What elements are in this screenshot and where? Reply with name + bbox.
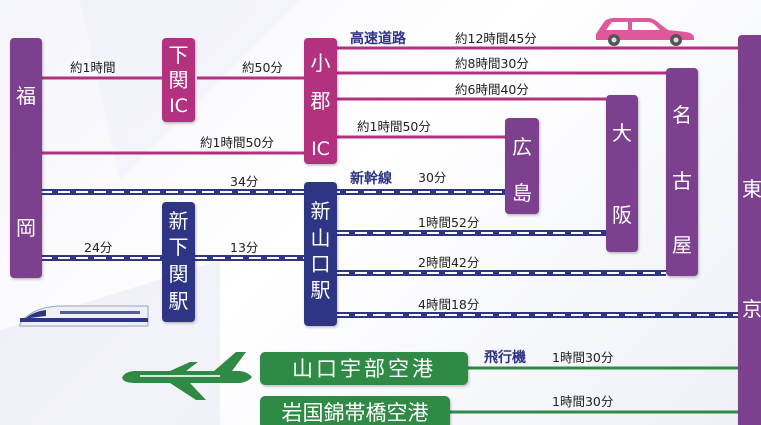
- station-shin-shimonoseki-char: 下: [169, 235, 189, 259]
- station-shimonoseki-ic-char: 関: [169, 68, 189, 92]
- time-label: 約6時間40分: [455, 82, 529, 97]
- station-shin-shimonoseki-char: 関: [169, 262, 189, 286]
- station-shimonoseki-ic-char: IC: [169, 95, 188, 117]
- time-label: 1時間30分: [552, 350, 613, 365]
- station-nagoya-char: 古: [672, 169, 692, 193]
- station-nagoya-char: 屋: [672, 233, 692, 257]
- station-ogori-ic: [304, 38, 337, 164]
- airport-yamaguchi-ube: [260, 352, 468, 385]
- shinkansen-routes: [40, 189, 740, 318]
- airport-yamaguchi-ube-label: 山口宇部空港: [292, 357, 436, 381]
- station-fukuoka: [10, 38, 42, 278]
- time-label: 2時間42分: [418, 255, 479, 270]
- time-label: 約1時間50分: [357, 119, 431, 134]
- shinkansen-train-icon: [19, 305, 149, 327]
- station-shin-yamaguchi-char: 山: [311, 226, 331, 250]
- shinkansen-heading: 新幹線: [350, 170, 392, 187]
- station-shimonoseki-ic-char: 下: [169, 43, 189, 67]
- station-shin-yamaguchi: [304, 182, 337, 326]
- expressway-routes: [40, 46, 740, 155]
- time-label: 30分: [418, 170, 446, 185]
- station-shin-shimonoseki-char: 新: [169, 209, 189, 233]
- station-tokyo-char: 東: [742, 177, 761, 201]
- time-label: 24分: [84, 240, 112, 255]
- station-ogori-ic-char: 郡: [311, 89, 331, 113]
- station-osaka-char: 阪: [612, 203, 632, 227]
- station-fukuoka-char: 岡: [16, 216, 36, 240]
- station-osaka: [606, 95, 638, 252]
- time-label: 約1時間: [70, 60, 115, 75]
- station-osaka-char: 大: [612, 121, 632, 145]
- station-nagoya: [666, 68, 698, 276]
- station-nagoya-char: 名: [672, 103, 692, 127]
- time-label: 4時間18分: [418, 297, 479, 312]
- station-ogori-ic-char: IC: [311, 138, 330, 160]
- time-label: 1時間52分: [418, 215, 479, 230]
- station-tokyo: [738, 35, 761, 425]
- time-label: 約1時間50分: [200, 135, 274, 150]
- station-hiroshima-char: 広: [512, 135, 532, 159]
- station-hiroshima-char: 島: [512, 181, 532, 205]
- airplane-icon: [122, 352, 252, 400]
- time-label: 約12時間45分: [455, 31, 537, 46]
- station-shin-yamaguchi-char: 新: [311, 199, 331, 223]
- station-hiroshima: [505, 118, 539, 214]
- time-label: 約8時間30分: [455, 56, 529, 71]
- expressway-heading: 高速道路: [350, 30, 407, 47]
- station-shin-yamaguchi-char: 駅: [311, 278, 331, 302]
- station-shimonoseki-ic: [162, 38, 195, 122]
- time-label: 34分: [230, 174, 258, 189]
- time-label: 1時間30分: [552, 394, 613, 409]
- station-tokyo-char: 京: [742, 297, 761, 321]
- time-label: 約50分: [242, 60, 283, 75]
- station-ogori-ic-char: 小: [311, 51, 331, 75]
- airport-iwakuni-label: 岩国錦帯橋空港: [282, 401, 429, 425]
- car-icon: [596, 18, 694, 46]
- station-shin-yamaguchi-char: 口: [311, 252, 331, 276]
- airport-iwakuni: [260, 396, 450, 425]
- airplane-heading: 飛行機: [483, 349, 526, 366]
- station-shin-shimonoseki-char: 駅: [169, 289, 189, 313]
- station-fukuoka-char: 福: [16, 84, 36, 108]
- station-shin-shimonoseki: [162, 202, 195, 322]
- time-label: 13分: [230, 240, 258, 255]
